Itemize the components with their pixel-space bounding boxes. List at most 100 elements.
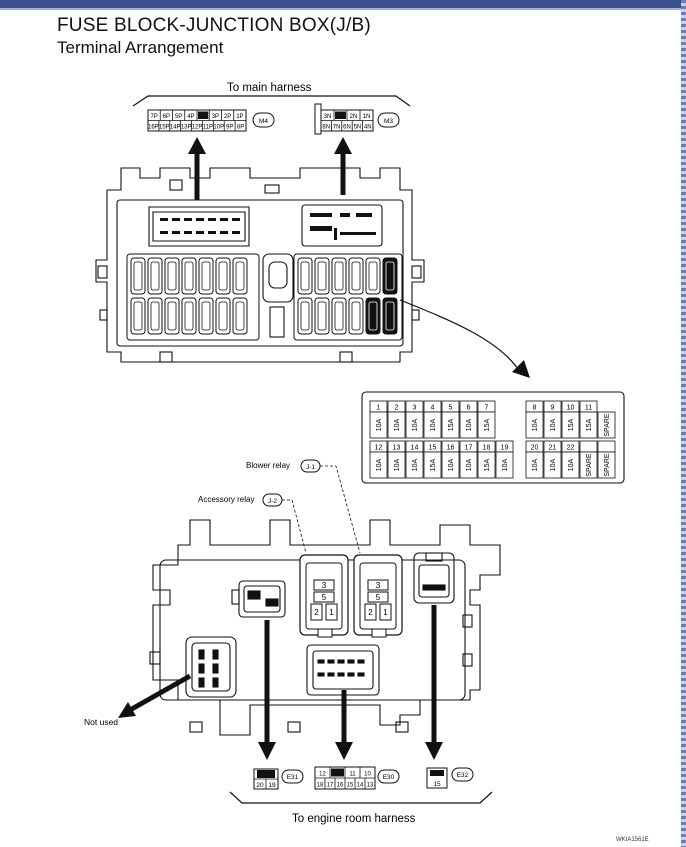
j1-pin-3: 3	[376, 581, 381, 590]
fuse-number: 14	[411, 445, 419, 452]
m4-key-cell	[198, 111, 209, 119]
m4-pin: 9P	[226, 125, 233, 131]
fuse-number: 5	[449, 405, 453, 412]
e31-tag: E31	[287, 774, 299, 781]
fuse-number: 19	[501, 445, 509, 452]
e30-pin: 18	[317, 783, 324, 789]
e32-tag: E32	[457, 772, 469, 779]
fuse-number: 17	[465, 445, 473, 452]
fuse-number: 9	[551, 405, 555, 412]
fuse-slot	[215, 297, 231, 335]
engine-harness-bracket	[229, 791, 493, 804]
fuse-number: 2	[395, 405, 399, 412]
m3-pin: 3N	[324, 114, 332, 120]
fuse-rating: 10A	[568, 458, 575, 471]
m4-pin: 3P	[212, 114, 219, 120]
main-harness-label: To main harness	[227, 82, 312, 94]
fuse-slot	[130, 257, 146, 295]
j2-pin-5: 5	[322, 593, 327, 602]
m4-pin: 6P	[163, 114, 170, 120]
fuse-rating: 10A	[502, 458, 509, 471]
e31-pin-19: 19	[268, 782, 276, 789]
e30-pin: 12	[319, 772, 326, 778]
fuse-slot	[215, 257, 231, 295]
fuse-number: 13	[393, 445, 401, 452]
fuse-rating: 10A	[448, 458, 455, 471]
m4-pin: 7P	[150, 114, 157, 120]
fuse-slot	[297, 257, 313, 295]
m3-key-cell	[335, 111, 346, 119]
fuse-slot	[331, 257, 347, 295]
fuse-slot	[348, 257, 364, 295]
fuse-slot	[365, 257, 381, 295]
m4-pin: 4P	[187, 114, 194, 120]
fuse-rating: 15A	[448, 418, 455, 431]
e30-pin: 10	[364, 772, 371, 778]
m4-pin: 1P	[236, 114, 243, 120]
fuse-rating: 10A	[430, 418, 437, 431]
fuse-slot	[314, 297, 330, 335]
j2-relay-socket: 3 5 2 1	[299, 554, 349, 638]
fuse-number: 10	[567, 405, 575, 412]
fuse-slot	[181, 257, 197, 295]
fuse-slot	[198, 297, 214, 335]
fuse-rating: 10A	[466, 418, 473, 431]
engine-harness-label: To engine room harness	[292, 813, 416, 825]
fuse-rating: 15A	[568, 418, 575, 431]
main-harness-bracket	[132, 95, 411, 107]
fuse-rating: SPARE	[604, 413, 611, 437]
e30-pin: 16	[337, 783, 344, 789]
right-edge-bar	[681, 0, 686, 847]
fuse-slot	[382, 297, 398, 335]
m4-pin: 14P	[170, 125, 181, 131]
fuse-number: 18	[483, 445, 491, 452]
arrow-to-e31	[258, 620, 276, 760]
fuse-number: 8	[533, 405, 537, 412]
m3-pin: 5N	[354, 125, 362, 131]
connector-e32: 15 E32	[426, 767, 474, 789]
fuse-rating: 10A	[532, 458, 539, 471]
e30-pin: 15	[347, 783, 354, 789]
fuse-table: 110A210A310A410A515A610A715A810A910A1015…	[361, 391, 625, 484]
top-header-line	[0, 8, 686, 10]
fuse-number: 4	[431, 405, 435, 412]
e30-pin: 11	[349, 772, 356, 778]
fuse-rating: 15A	[484, 458, 491, 471]
fuse-number: 21	[549, 445, 557, 452]
fuse-number: 6	[467, 405, 471, 412]
unused-socket	[185, 636, 237, 698]
fuse-slot	[232, 257, 248, 295]
m4-pin: 15P	[159, 125, 170, 131]
arrow-to-m4	[188, 137, 206, 200]
m3-pin: 1N	[363, 114, 371, 120]
fuse-number: 16	[447, 445, 455, 452]
fuse-rating: 10A	[532, 418, 539, 431]
e30-pin: 13	[367, 783, 374, 789]
fuse-rating: 10A	[412, 458, 419, 471]
fuse-rating: 15A	[586, 418, 593, 431]
page-title: FUSE BLOCK-JUNCTION BOX(J/B)	[57, 15, 371, 36]
fuse-slot	[348, 297, 364, 335]
top-header-bar	[0, 0, 686, 8]
accessory-relay-label: Accessory relay	[198, 495, 254, 504]
m3-tag: M3	[384, 118, 393, 125]
e30-socket	[306, 644, 380, 696]
fuse-slot	[365, 297, 381, 335]
fuse-number: 7	[485, 405, 489, 412]
fuse-rating: 10A	[550, 458, 557, 471]
junction-box-top-view	[95, 167, 425, 363]
j1-relay-socket: 3 5 2 1	[353, 554, 403, 638]
j1-tag: J-1	[306, 464, 315, 471]
fuse-number: 22	[567, 445, 575, 452]
m4-socket-slots	[160, 218, 240, 234]
fuse-number: 11	[585, 405, 592, 412]
e30-pin: 17	[327, 783, 334, 789]
fuse-leader-line	[399, 299, 521, 373]
m4-pin: 12P	[192, 125, 203, 131]
e32-pin-15: 15	[433, 781, 441, 788]
fuse-slot	[314, 257, 330, 295]
e31-pin-20: 20	[256, 782, 264, 789]
j2-pin-2: 2	[314, 608, 319, 617]
